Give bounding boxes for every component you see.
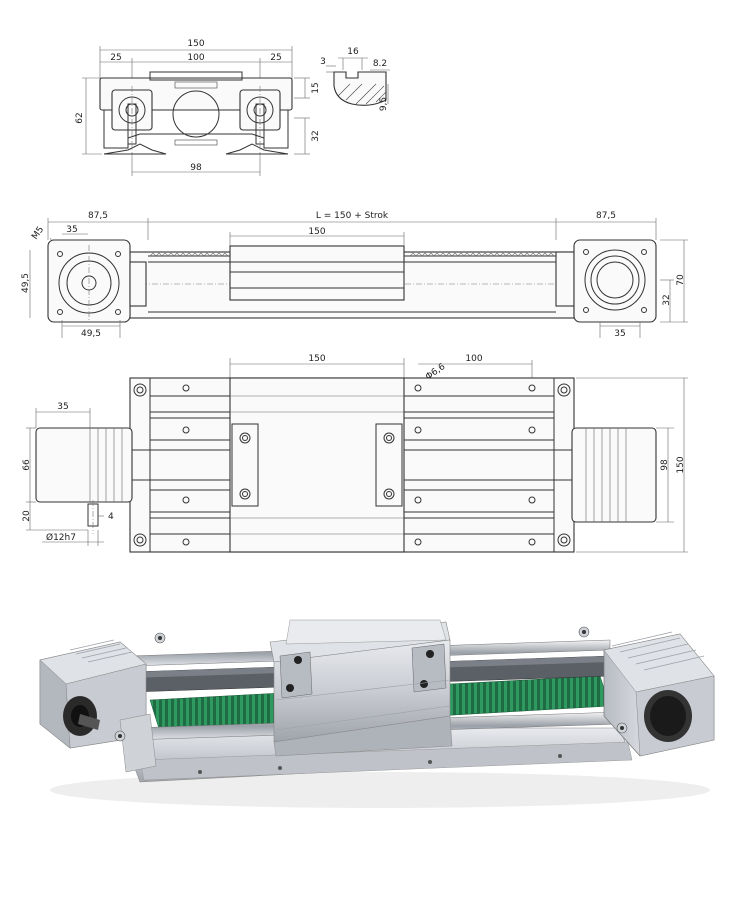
top-view: 150 100 Φ6,6 37 <box>22 354 688 553</box>
dim-length-L: L = 150 + Strok <box>316 211 389 221</box>
dim-plan-100: 100 <box>465 354 482 364</box>
render-carriage <box>269 619 453 757</box>
carriage-side: 150 <box>229 227 405 301</box>
dim-98: 98 <box>190 163 202 173</box>
dim-150: 150 <box>187 39 204 49</box>
side-view: 87,5 L = 150 + Strok 87,5 M5 35 150 <box>21 211 688 339</box>
left-end-block <box>47 239 147 323</box>
dim-49-5-h: 49,5 <box>81 329 101 339</box>
left-housing-top <box>35 427 133 534</box>
slot-detail: 16 3 8.2 9,5 <box>320 47 390 111</box>
dim-plan-4: 4 <box>108 512 114 522</box>
dim-9-5: 9,5 <box>379 97 389 111</box>
dim-35-top: 35 <box>66 225 77 235</box>
render-left-end <box>39 632 166 773</box>
dim-plan-20: 20 <box>22 510 32 522</box>
right-bearing-block <box>239 86 281 160</box>
dim-32: 32 <box>311 130 321 141</box>
dim-m5: M5 <box>30 225 46 242</box>
dim-carriage-150: 150 <box>308 227 325 237</box>
dim-plan-150: 150 <box>308 354 325 364</box>
left-bearing-block <box>111 86 153 160</box>
dim-100: 100 <box>187 53 204 63</box>
right-housing-top <box>571 427 657 523</box>
dim-3: 3 <box>320 57 326 67</box>
dim-plan-35: 35 <box>57 402 68 412</box>
dim-49-5-v: 49,5 <box>21 273 31 293</box>
dim-25-right: 25 <box>270 53 281 63</box>
carriage-top <box>229 377 405 553</box>
dim-70: 70 <box>676 274 686 286</box>
product-render <box>39 619 715 808</box>
right-end-block <box>555 239 657 323</box>
dim-plan-98: 98 <box>660 459 670 471</box>
dim-87-5-left: 87,5 <box>88 211 108 221</box>
dim-62: 62 <box>75 112 85 123</box>
dim-25-left: 25 <box>110 53 121 63</box>
dim-plan-150-v: 150 <box>676 456 686 473</box>
dim-32-v: 32 <box>662 294 672 305</box>
dim-35-right: 35 <box>614 329 625 339</box>
dim-16: 16 <box>347 47 359 57</box>
dim-8-2: 8.2 <box>373 59 387 69</box>
dim-plan-66: 66 <box>22 459 32 471</box>
dim-15: 15 <box>311 82 321 93</box>
dim-87-5-right: 87,5 <box>596 211 616 221</box>
end-section-view: 150 25 100 25 62 <box>75 39 321 176</box>
render-right-end <box>578 626 715 757</box>
dim-shaft-phi12: Ø12h7 <box>46 532 76 543</box>
